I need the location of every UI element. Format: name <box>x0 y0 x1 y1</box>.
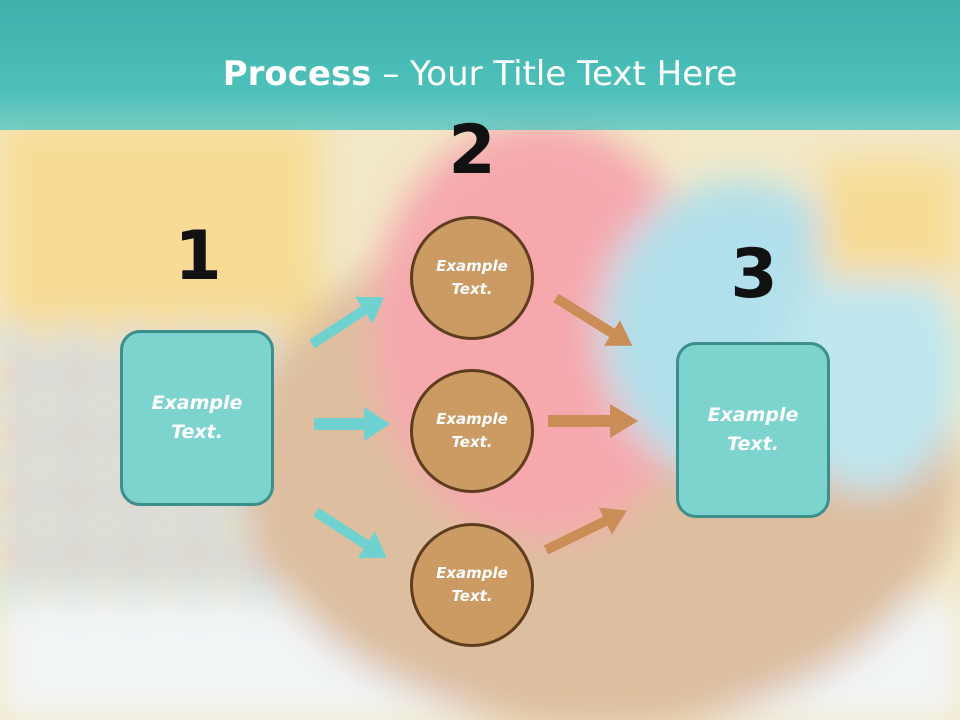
step-2-circle-middle-text: Example Text. <box>436 410 508 451</box>
step-2-circle-bottom-text: Example Text. <box>436 564 508 605</box>
step-2-circle-bottom[interactable]: Example Text. <box>410 523 534 647</box>
step-3-box[interactable]: Example Text. <box>676 342 830 518</box>
title-bold: Process <box>222 54 372 94</box>
arrow-1-to-2-middle <box>314 407 390 441</box>
step-3-text: Example Text. <box>707 404 799 455</box>
arrow-2-to-3-bottom <box>543 507 627 555</box>
step-2-circle-middle[interactable]: Example Text. <box>410 369 534 493</box>
step-1-number: 1 <box>174 217 222 296</box>
step-1-text: Example Text. <box>151 392 243 443</box>
title-band <box>0 0 960 130</box>
arrow-1-to-2-top <box>309 296 385 349</box>
arrow-2-to-3-middle <box>548 404 638 438</box>
title-rest: – Your Title Text Here <box>371 54 738 94</box>
arrow-1-to-2-bottom <box>313 507 387 559</box>
brown-arrows <box>543 293 638 555</box>
step-1-box[interactable]: Example Text. <box>120 330 274 506</box>
step-2-number: 2 <box>448 111 496 190</box>
teal-arrows <box>309 296 390 559</box>
step-3-number: 3 <box>730 235 778 314</box>
arrow-2-to-3-top <box>553 293 633 346</box>
step-2-circle-top-text: Example Text. <box>436 257 508 298</box>
slide-title: Process – Your Title Text Here <box>0 52 960 96</box>
step-2-circle-top[interactable]: Example Text. <box>410 216 534 340</box>
